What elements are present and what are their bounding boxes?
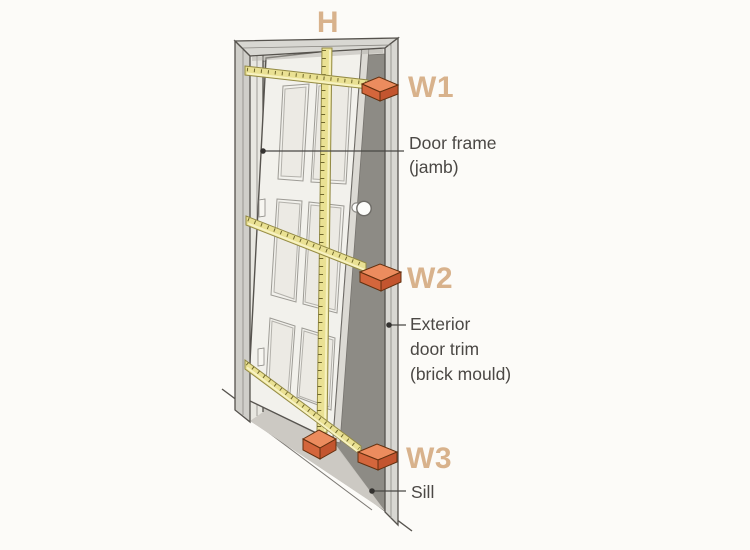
hinge-icon [257,347,265,367]
tape-ticks [245,362,361,450]
tape-body-right [379,84,399,102]
door-panel [270,198,303,303]
tape-measure-body-height [301,429,338,460]
tape-w1 [244,65,400,102]
tape-measure-body-w1 [360,76,400,102]
label-w2: W2 [407,262,453,295]
tape-measure-body-w2 [358,263,403,292]
tape-w3 [244,359,399,471]
tape-highlight [246,72,367,88]
frame-top-detail [242,44,392,49]
annotation-exterior-trim-line2: door trim [410,339,479,359]
door-frame-brick-mould [233,36,400,527]
door-panel-inner [273,201,301,300]
leader-dot-door-frame [260,148,266,154]
door-panel [277,83,310,182]
interior-shadow [333,47,385,511]
callouts: Door frame (jamb) Exterior door trim (br… [260,6,511,502]
tape-w2 [245,215,403,292]
label-w1: W1 [408,71,454,104]
annotation-door-frame-line1: Door frame [409,133,497,153]
frame-left-member [234,39,251,424]
annotation-sill: Sill [411,482,434,502]
head-shadow [252,49,383,61]
door-knob-icon [356,200,372,217]
annotation-exterior-trim-line3: (brick mould) [410,364,511,384]
label-w3: W3 [406,442,452,475]
tape-highlight [246,366,360,454]
annotation-exterior-trim-line1: Exterior [410,314,470,334]
annotation-door-frame-line2: (jamb) [409,157,459,177]
label-h: H [317,6,339,39]
tape-body-right [377,451,398,471]
tape-body-right [380,271,402,292]
tape-body-right [319,438,337,460]
tape-height [316,47,333,434]
door-panel [302,201,345,314]
tape-highlight [324,49,331,432]
door-panel-inner [280,86,307,178]
tape-highlight [247,222,365,271]
tape-measure-body-w3 [356,443,399,471]
leader-dot-exterior-trim [386,322,392,328]
hinge-icon [258,198,266,218]
leader-dot-sill [369,488,375,494]
